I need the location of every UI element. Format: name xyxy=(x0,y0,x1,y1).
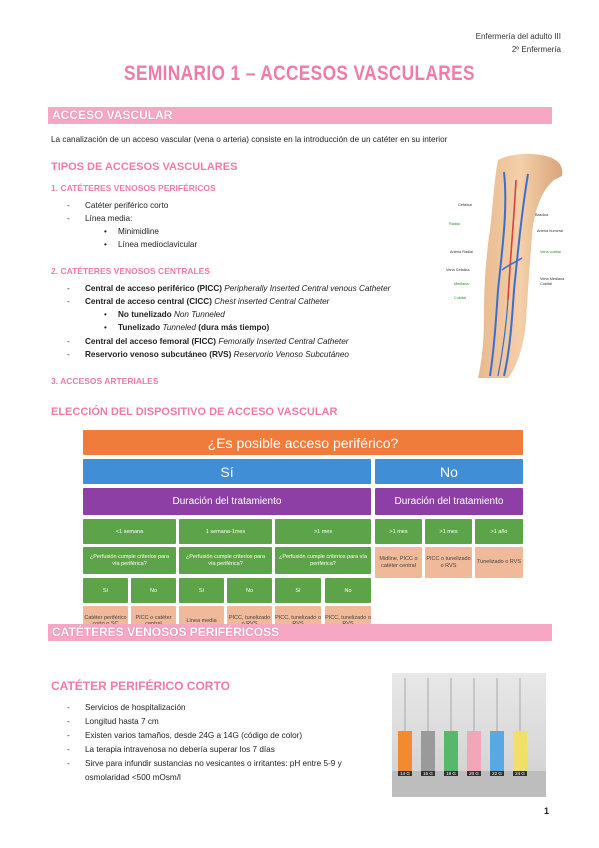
diagram-time: >1 mes xyxy=(275,519,371,544)
diagram-yesno: No xyxy=(325,578,371,603)
gauge-label: 24 G xyxy=(513,771,527,776)
intro-text: La canalización de un acceso vascular (v… xyxy=(51,135,448,144)
diagram-right-result: PICC o tunelizado o RVS xyxy=(425,547,472,578)
diagram-time: 1 semana-1mes xyxy=(179,519,272,544)
diagram-time: >1 mes xyxy=(375,519,422,544)
arm-label: Vena Cefálica xyxy=(446,268,470,272)
gauge-label: 18 G xyxy=(444,771,458,776)
diagram-perfusion: ¿Perfusión cumple criterios para vía per… xyxy=(179,547,272,574)
section-band-cateteres: CATÉTERES VENOSOS PERIFÉRICOSS xyxy=(48,624,552,641)
diagram-right-result: Tunelizado o RVS xyxy=(475,547,523,578)
arm-label: Radial xyxy=(449,222,460,226)
page-number: 1 xyxy=(543,806,549,816)
gauge-label: 14 G xyxy=(398,771,412,776)
list-item: -Reservorio venoso subcutáneo (RVS) Rese… xyxy=(67,350,349,359)
diagram-question: ¿Es posible acceso periférico? xyxy=(83,430,523,455)
list-subitem: •Minimidline xyxy=(104,227,159,236)
arm-label: Vena Mediana Cubital xyxy=(540,277,565,286)
list3-title: 3. ACCESOS ARTERIALES xyxy=(51,376,159,386)
list-subitem: •Línea medioclavicular xyxy=(104,240,198,249)
diagram-yesno: Sí xyxy=(83,578,128,603)
list2-title: 2. CATÉTERES VENOSOS CENTRALES xyxy=(51,266,211,276)
list-item-continued: osmolaridad <500 mOsm/l xyxy=(85,773,181,782)
diagram-time: >1 año xyxy=(475,519,523,544)
list1-title: 1. CATÉTERES VENOSOS PERIFÉRICOS xyxy=(51,183,216,193)
gauge-label: 16 G xyxy=(421,771,435,776)
list-item: -Sirve para infundir sustancias no vesic… xyxy=(67,759,342,768)
list-item: -Central de acceso central (CICC) Chest … xyxy=(67,297,330,306)
subheading-cateter-corto: CATÉTER PERIFÉRICO CORTO xyxy=(51,679,230,693)
header-subject: Enfermería del adulto III xyxy=(475,32,561,41)
diagram-yesno: Sí xyxy=(275,578,321,603)
page-title: SEMINARIO 1 – ACCESOS VASCULARES xyxy=(124,62,475,85)
arm-label: Arteria Radial xyxy=(450,250,474,254)
diagram-perfusion: ¿Perfusión cumple criterios para vía per… xyxy=(83,547,176,574)
list-item: -La terapia intravenosa no debería super… xyxy=(67,745,275,754)
subheading-tipos: TIPOS DE ACCESOS VASCULARES xyxy=(51,161,238,173)
diagram-yesno: No xyxy=(227,578,272,603)
section-band-acceso-vascular: ACCESO VASCULAR xyxy=(48,107,552,124)
diagram-time: <1 semana xyxy=(83,519,176,544)
diagram-yes: Sí xyxy=(83,459,371,484)
catheters-photo: 14 G 16 G 18 G 20 G 22 G 24 G xyxy=(392,673,546,797)
subheading-eleccion: ELECCIÓN DEL DISPOSITIVO DE ACCESO VASCU… xyxy=(51,406,338,418)
diagram-yesno: No xyxy=(131,578,176,603)
list-subitem: •No tunelizado Non Tunneled xyxy=(104,310,225,319)
diagram-time: >1 mes xyxy=(425,519,472,544)
list-item: -Línea media: xyxy=(67,214,133,223)
diagram-no: No xyxy=(375,459,523,484)
list-item: -Longitud hasta 7 cm xyxy=(67,717,159,726)
diagram-duration-right: Duración del tratamiento xyxy=(375,488,523,515)
arm-label: Vena cubital xyxy=(540,250,561,254)
arm-label: Cefálica xyxy=(458,203,472,207)
gauge-label: 20 G xyxy=(467,771,481,776)
list-item: -Existen varios tamaños, desde 24G a 14G… xyxy=(67,731,303,740)
list-item: -Central del acceso femoral (FICC) Femor… xyxy=(67,337,349,346)
arm-label: Mediana xyxy=(454,282,469,286)
catheters-illustration xyxy=(392,678,546,797)
arm-label: Cubital xyxy=(454,296,466,300)
list-item: -Central de acceso periférico (PICC) Per… xyxy=(67,284,391,293)
arm-label: Basílica xyxy=(535,213,549,217)
list-subitem: •Tunelizado Tunneled (dura más tiempo) xyxy=(104,323,270,332)
diagram-right-result: Midline, PICC o catéter central xyxy=(375,547,422,578)
gauge-label: 22 G xyxy=(490,771,504,776)
arm-veins-illustration xyxy=(478,153,563,378)
decision-diagram: ¿Es posible acceso periférico? Sí No Dur… xyxy=(83,430,523,636)
diagram-perfusion: ¿Perfusión cumple criterios para vía per… xyxy=(275,547,371,574)
arm-label: Arteria humeral xyxy=(537,229,563,233)
list-item: -Catéter periférico corto xyxy=(67,201,169,210)
diagram-yesno: Sí xyxy=(179,578,224,603)
list-item: -Servicios de hospitalización xyxy=(67,703,186,712)
header-course: 2º Enfermería xyxy=(511,45,561,54)
diagram-duration-left: Duración del tratamiento xyxy=(83,488,371,515)
